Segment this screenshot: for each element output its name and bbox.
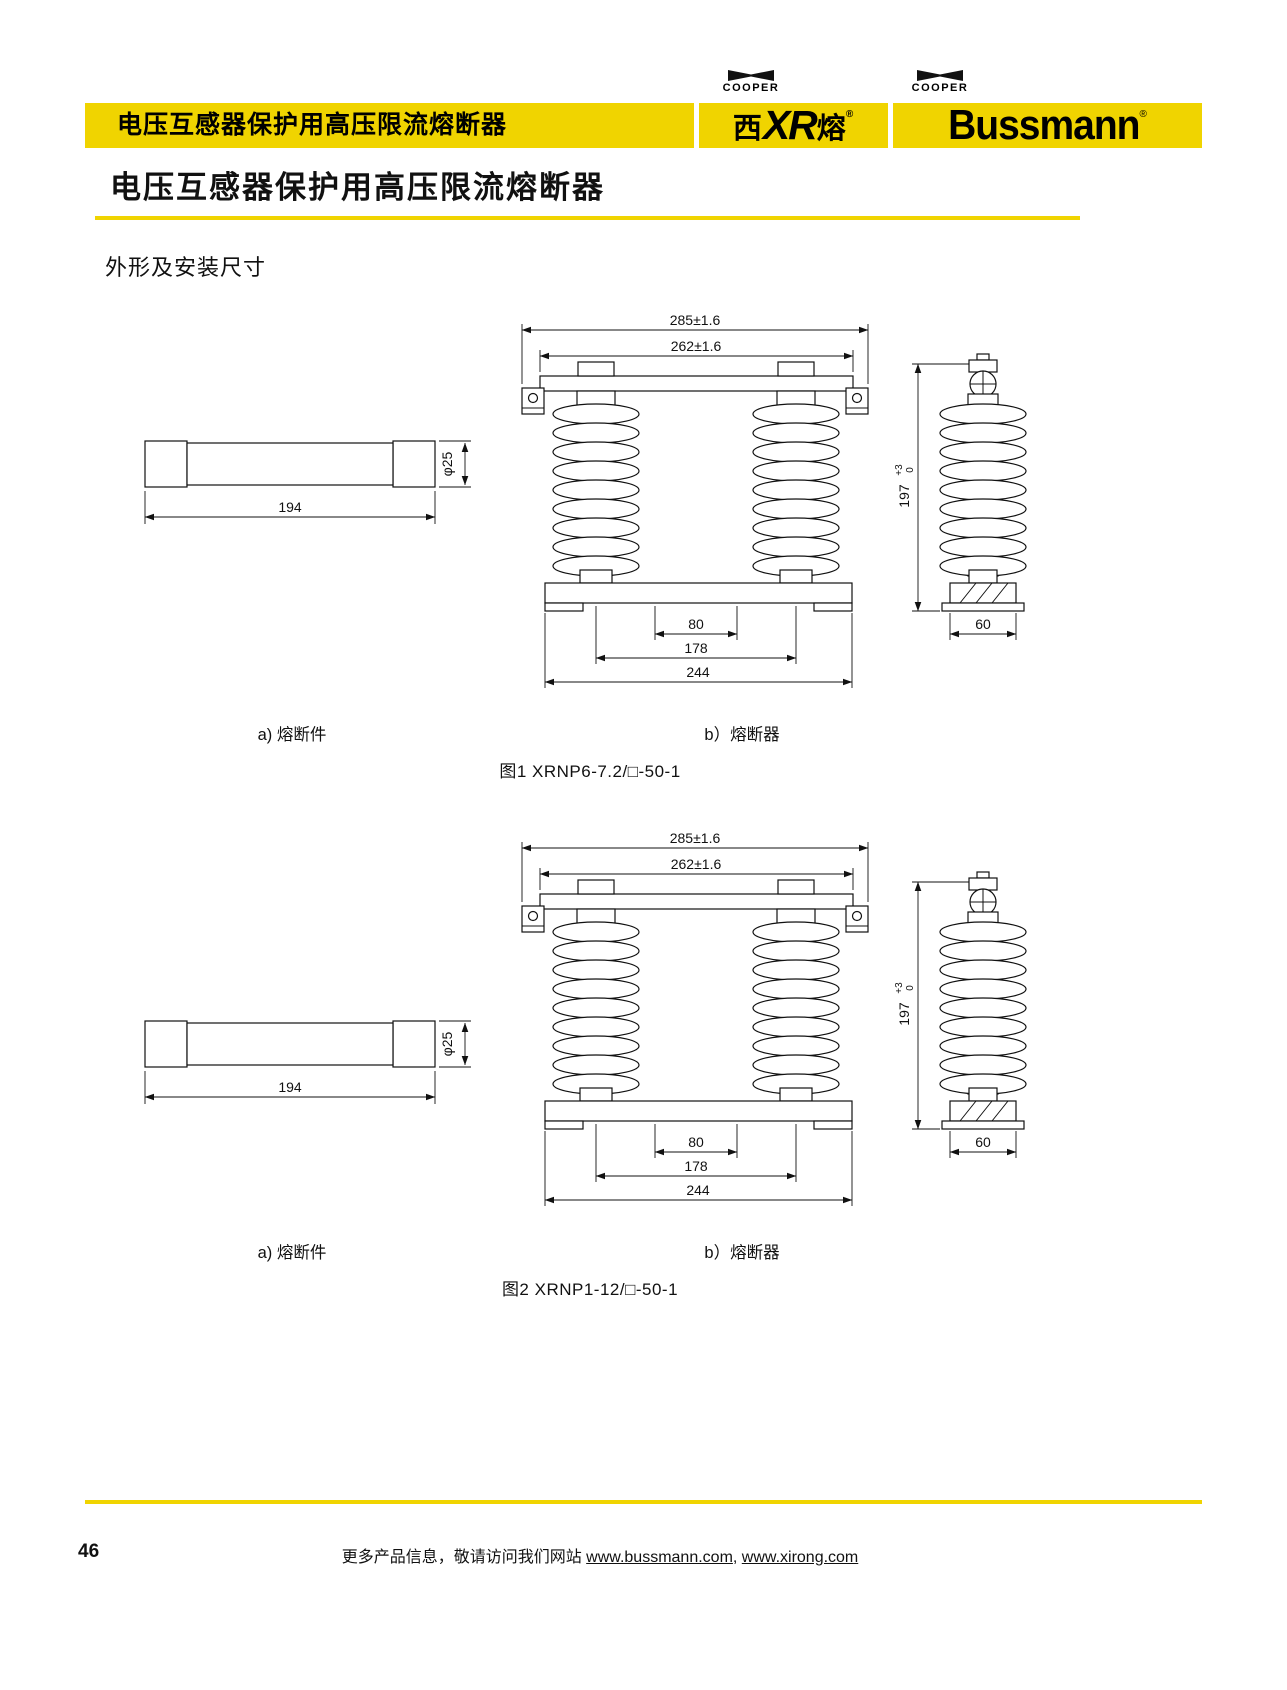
bussmann-logo: Bussmann ® <box>893 101 1202 149</box>
cooper-logo-left: COOPER <box>712 70 790 94</box>
title-rule <box>95 216 1080 220</box>
figure-1-caption: 图1 XRNP6-7.2/□-50-1 <box>499 762 681 781</box>
figure-2-caption: 图2 XRNP1-12/□-50-1 <box>501 1280 679 1299</box>
cooper-label: COOPER <box>911 82 969 94</box>
figure-2: a) 熔断件 b）熔断器 图2 XRNP1-12/□-50-1 <box>130 818 1050 1300</box>
xirong-logo-prefix: 西 <box>732 112 762 145</box>
label-fuse-holder: b）熔断器 <box>704 1243 780 1262</box>
label-fuse-element: a) 熔断件 <box>258 1243 327 1262</box>
figure-1-drawing: a) 熔断件 b）熔断器 <box>130 300 1050 744</box>
label-fuse-holder: b）熔断器 <box>704 725 780 744</box>
bussmann-logo-name: Bussmann <box>948 101 1140 149</box>
footer-rule <box>85 1500 1202 1504</box>
header-bar-title: 电压互感器保护用高压限流熔断器 <box>117 111 508 139</box>
registered-mark: ® <box>845 109 854 120</box>
footer-link-bussmann[interactable]: www.bussmann.com <box>586 1549 733 1566</box>
footer-prefix: 更多产品信息，敬请访问我们网站 <box>341 1549 587 1566</box>
figure-1: a) 熔断件 b）熔断器 图1 XRNP6-7.2/□-50-1 <box>130 300 1050 782</box>
cooper-bowtie-icon <box>917 70 963 81</box>
xirong-logo-mark: XR <box>762 102 818 148</box>
footer-link-xirong[interactable]: www.xirong.com <box>741 1549 859 1566</box>
cooper-label: COOPER <box>722 82 780 94</box>
footer-separator: , <box>732 1549 742 1566</box>
page-number: 46 <box>78 1541 100 1562</box>
xirong-logo: 西 XR 熔 ® <box>700 103 886 148</box>
cooper-logo-right: COOPER <box>901 70 979 94</box>
cooper-bowtie-icon <box>728 70 774 81</box>
header-bar: 电压互感器保护用高压限流熔断器 <box>85 103 1202 148</box>
registered-mark: ® <box>1139 109 1147 120</box>
section-heading: 外形及安装尺寸 <box>105 255 267 280</box>
header-bar-divider <box>888 103 893 148</box>
figure-2-drawing: a) 熔断件 b）熔断器 <box>130 818 1050 1262</box>
header-bar-divider <box>694 103 699 148</box>
page-title: 电压互感器保护用高压限流熔断器 <box>110 170 605 205</box>
footer-text: 更多产品信息，敬请访问我们网站 www.bussmann.com, www.xi… <box>280 1543 920 1567</box>
xirong-logo-suffix: 熔 <box>816 112 846 145</box>
label-fuse-element: a) 熔断件 <box>258 725 327 744</box>
